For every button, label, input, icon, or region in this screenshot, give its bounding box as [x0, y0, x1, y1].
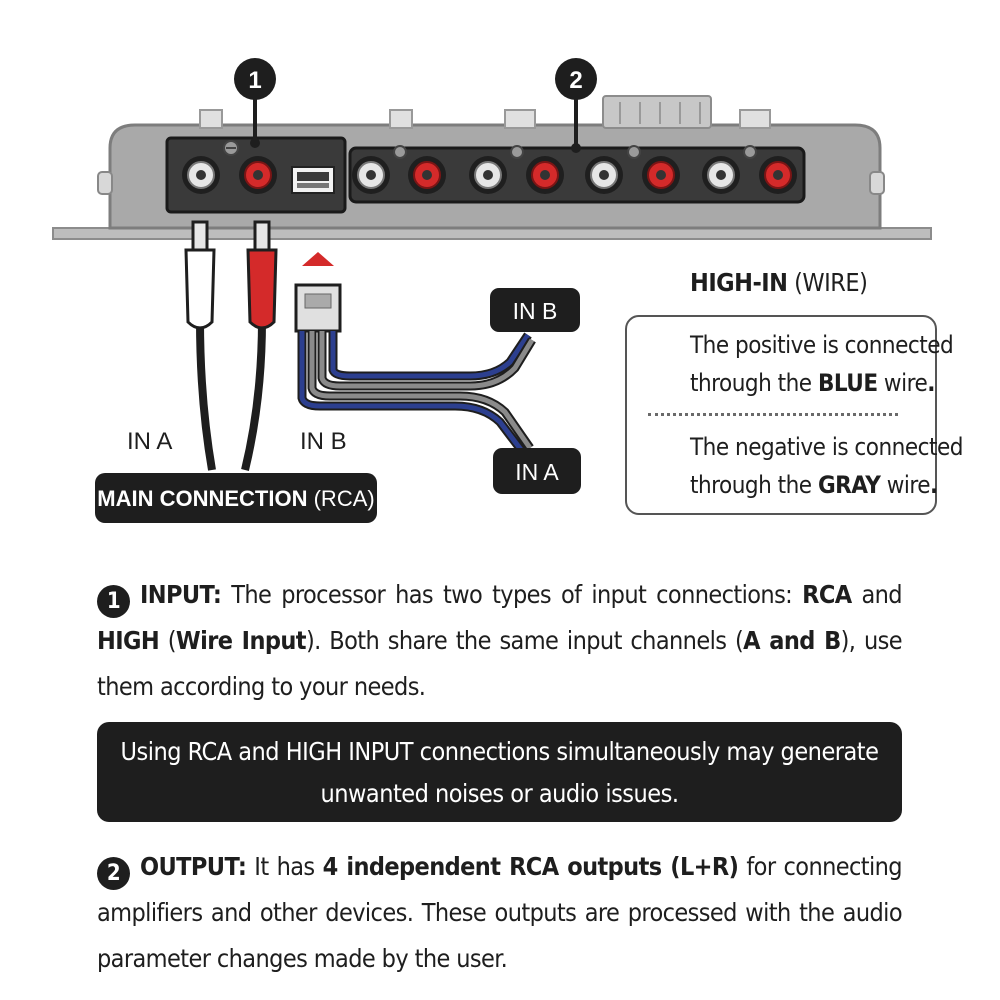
negative-line-2: through the GRAY wire.: [690, 471, 938, 499]
rca-output-jack-1-right: [408, 156, 446, 194]
high-in-title-suffix: (WIRE): [794, 268, 868, 297]
rca-in-b-label: IN B: [300, 428, 347, 455]
callout-2-number: 2: [569, 67, 582, 94]
high-input-socket: [291, 166, 335, 194]
screw-icon: [743, 145, 757, 159]
rca-output-jack-3-right: [642, 156, 680, 194]
input-panel: [165, 136, 347, 214]
callout-2-badge: 2: [97, 857, 130, 890]
callout-1-marker: 1: [234, 58, 276, 148]
connection-diagram: 1 2 IN A IN B MAIN CONNECTI: [52, 58, 932, 523]
insert-arrow-icon: [302, 252, 334, 266]
callout-1-number: 1: [248, 67, 261, 94]
high-in-title: HIGH-IN (WIRE): [690, 268, 868, 297]
blue-wire-label: BLUE: [817, 369, 878, 397]
warning-line-2: unwanted noises or audio issues.: [320, 779, 679, 808]
warning-banner: Using RCA and HIGH INPUT connections sim…: [97, 722, 902, 822]
rca-output-jack-3-left: [585, 156, 623, 194]
callout-2-marker: 2: [555, 58, 597, 153]
screw-icon: [393, 145, 407, 159]
screw-icon: [627, 145, 641, 159]
high-in-title-bold: HIGH-IN: [690, 268, 788, 297]
positive-line-2: through the BLUE wire.: [690, 369, 935, 397]
wire-in-b-tag: IN B: [490, 288, 580, 332]
input-label: INPUT:: [140, 580, 222, 609]
info-divider: [648, 413, 898, 416]
wire-in-b-label: IN B: [513, 298, 558, 324]
rca-cable-red: [241, 220, 278, 471]
high-input-plug: [294, 252, 342, 333]
gray-wire-label: GRAY: [817, 471, 881, 499]
negative-line-1: The negative is connected: [690, 433, 964, 461]
rca-cable-white: [184, 220, 216, 471]
output-panel: [348, 145, 806, 204]
svg-text:MAIN CONNECTION (RCA): MAIN CONNECTION (RCA): [97, 486, 374, 511]
wire-in-a-label: IN A: [515, 459, 559, 485]
rca-output-jack-1-left: [352, 156, 390, 194]
callout-1-badge: 1: [97, 585, 130, 618]
wire-harness: [297, 331, 536, 458]
screw-icon: [223, 140, 239, 156]
main-connection-label: MAIN CONNECTION: [97, 486, 307, 511]
screw-icon: [510, 145, 524, 159]
positive-line-1: The positive is connected: [690, 331, 954, 359]
rca-input-red-jack: [239, 156, 277, 194]
wire-in-a-tag: IN A: [493, 448, 581, 494]
rca-output-jack-4-right: [759, 156, 797, 194]
rca-in-a-label: IN A: [127, 428, 172, 455]
rca-output-jack-4-left: [702, 156, 740, 194]
rca-output-jack-2-left: [469, 156, 507, 194]
main-connection-suffix: (RCA): [314, 486, 375, 511]
warning-line-1: Using RCA and HIGH INPUT connections sim…: [120, 737, 879, 766]
rca-input-white-jack: [182, 156, 220, 194]
rca-output-jack-2-right: [526, 156, 564, 194]
main-connection-tag: MAIN CONNECTION (RCA): [95, 473, 377, 523]
output-label: OUTPUT:: [140, 852, 247, 881]
